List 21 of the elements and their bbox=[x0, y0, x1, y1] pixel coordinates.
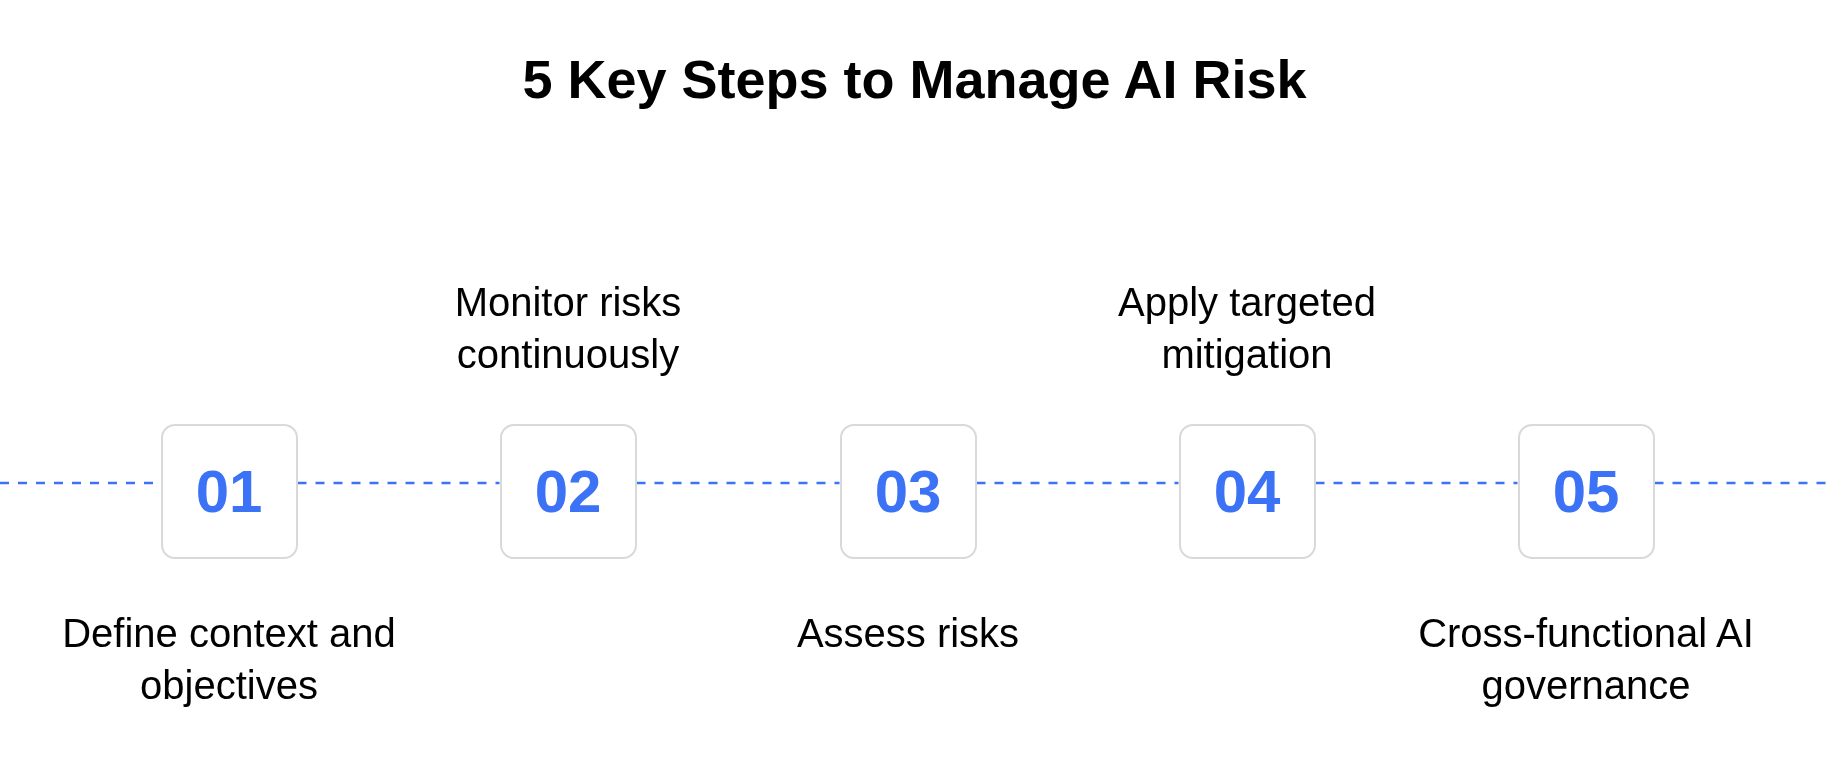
step-label: Assess risks bbox=[795, 610, 1021, 657]
step-label: Apply targeted mitigation bbox=[1117, 279, 1377, 378]
step-number: 05 bbox=[1552, 456, 1620, 526]
dashed-connector bbox=[636, 481, 840, 485]
step-box bbox=[839, 423, 977, 559]
dashed-connector bbox=[1315, 481, 1518, 485]
step-number: 03 bbox=[874, 456, 942, 526]
step-number: 02 bbox=[534, 456, 602, 526]
step-label: Cross-functional AI governance bbox=[1417, 610, 1755, 709]
dashed-connector bbox=[297, 481, 500, 485]
step-box bbox=[1517, 423, 1655, 559]
title: 5 Key Steps to Manage AI Risk bbox=[521, 48, 1308, 110]
step-box bbox=[1178, 423, 1316, 559]
step-number: 04 bbox=[1213, 456, 1281, 526]
step-box bbox=[499, 423, 637, 559]
step-box bbox=[160, 423, 298, 559]
dashed-connector bbox=[1654, 481, 1829, 485]
step-number: 01 bbox=[195, 456, 263, 526]
dashed-connector bbox=[976, 481, 1179, 485]
step-label: Monitor risks continuously bbox=[453, 279, 683, 378]
step-label: Define context and objectives bbox=[61, 610, 397, 709]
